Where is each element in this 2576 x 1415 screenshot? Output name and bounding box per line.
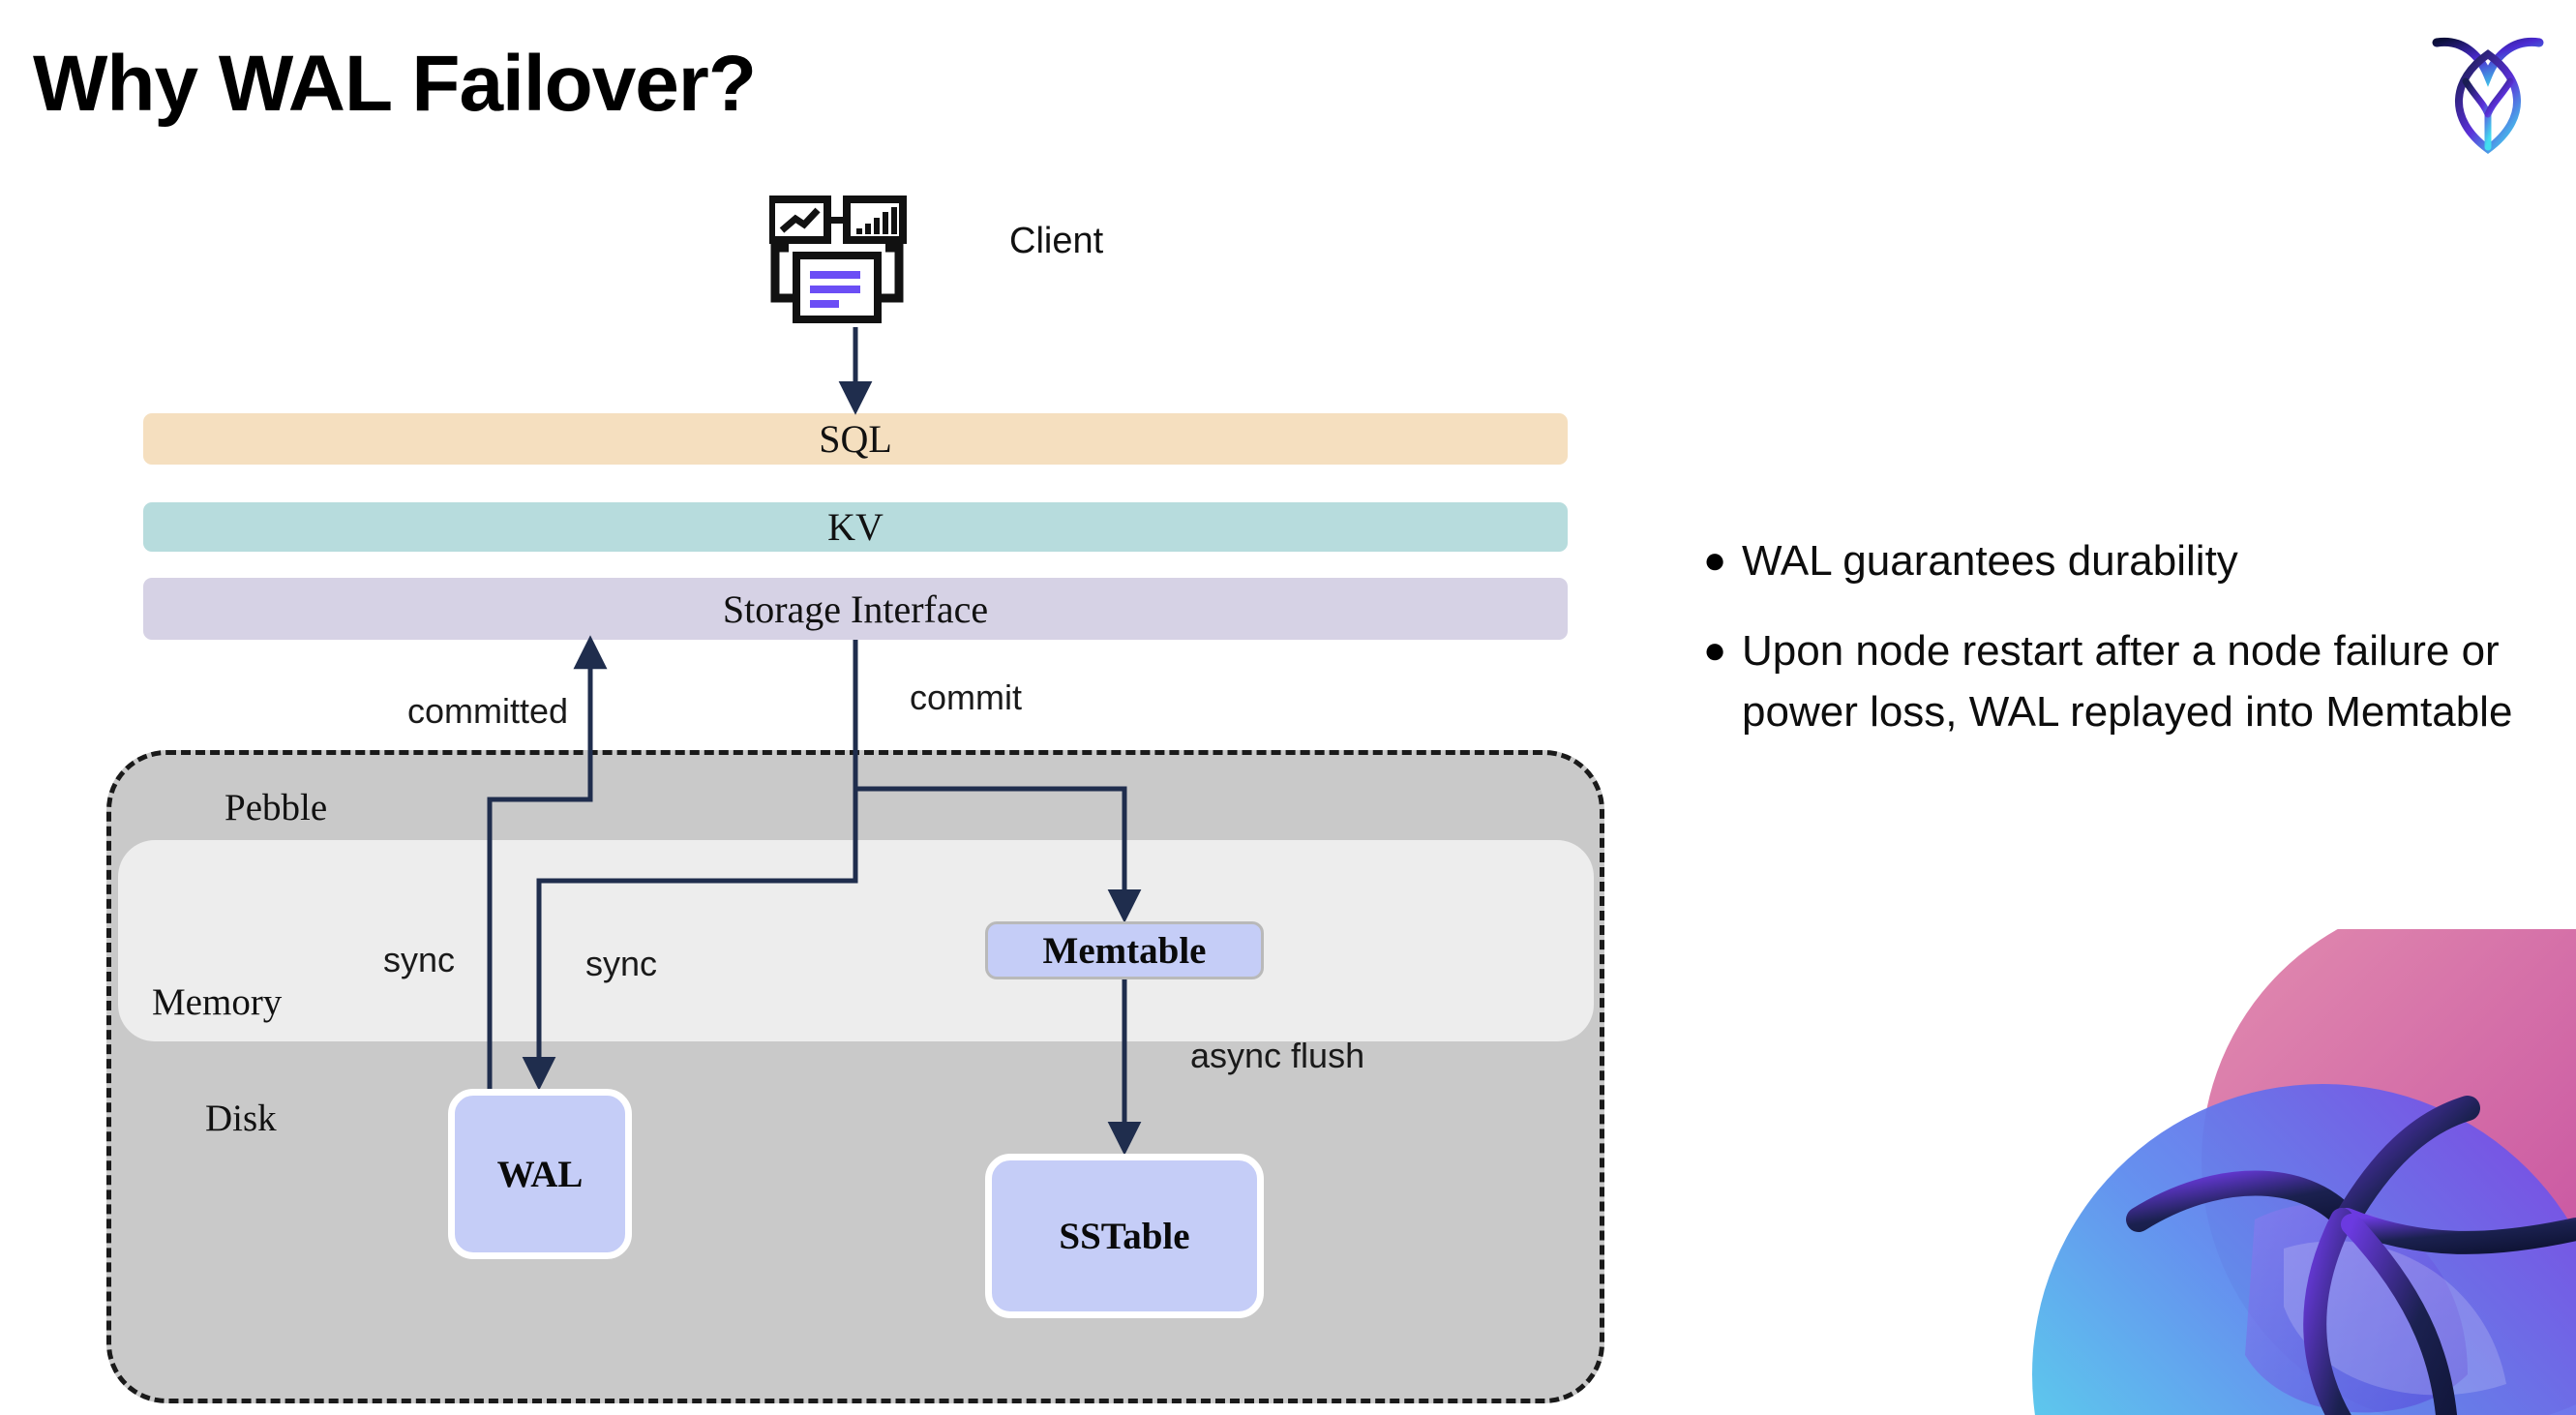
client-label: Client — [1009, 221, 1104, 261]
bullet-text: WAL guarantees durability — [1742, 537, 2238, 585]
cockroachdb-logo — [2415, 25, 2561, 161]
memory-label: Memory — [152, 981, 283, 1023]
edge-label-sync-2: sync — [585, 944, 658, 983]
list-item: ● WAL guarantees durability — [1703, 530, 2535, 591]
list-item: ● Upon node restart after a node failure… — [1703, 620, 2535, 742]
disk-label: Disk — [205, 1098, 277, 1139]
stack-bar-kv-label: KV — [827, 505, 884, 549]
node-wal-label: WAL — [496, 1153, 584, 1195]
stack-bar-storage-interface-label: Storage Interface — [722, 587, 989, 631]
page-title: Why WAL Failover? — [33, 40, 757, 128]
bullet-list: ● WAL guarantees durability ● Upon node … — [1703, 530, 2535, 771]
bullet-text: Upon node restart after a node failure o… — [1742, 627, 2513, 736]
edge-label-committed: committed — [407, 691, 569, 731]
pebble-label: Pebble — [225, 787, 328, 828]
node-memtable-label: Memtable — [1042, 929, 1207, 972]
bullet-marker-icon: ● — [1703, 539, 1727, 582]
edge-label-sync-1: sync — [383, 940, 456, 979]
decorative-orbit-art — [1964, 929, 2576, 1415]
stack-bar-sql-label: SQL — [819, 417, 892, 461]
stack-bar-kv: KV — [143, 502, 1568, 552]
node-sstable: SSTable — [985, 1154, 1264, 1318]
node-wal: WAL — [448, 1089, 632, 1259]
edge-label-commit: commit — [910, 677, 1022, 717]
bullet-marker-icon: ● — [1703, 629, 1727, 672]
client-dashboard-icon — [767, 196, 924, 331]
memory-region — [118, 840, 1594, 1041]
stack-bar-sql: SQL — [143, 413, 1568, 465]
node-sstable-label: SSTable — [1059, 1215, 1190, 1257]
stack-bar-storage-interface: Storage Interface — [143, 578, 1568, 640]
node-memtable: Memtable — [985, 921, 1264, 979]
edge-label-async-flush: async flush — [1190, 1036, 1365, 1075]
